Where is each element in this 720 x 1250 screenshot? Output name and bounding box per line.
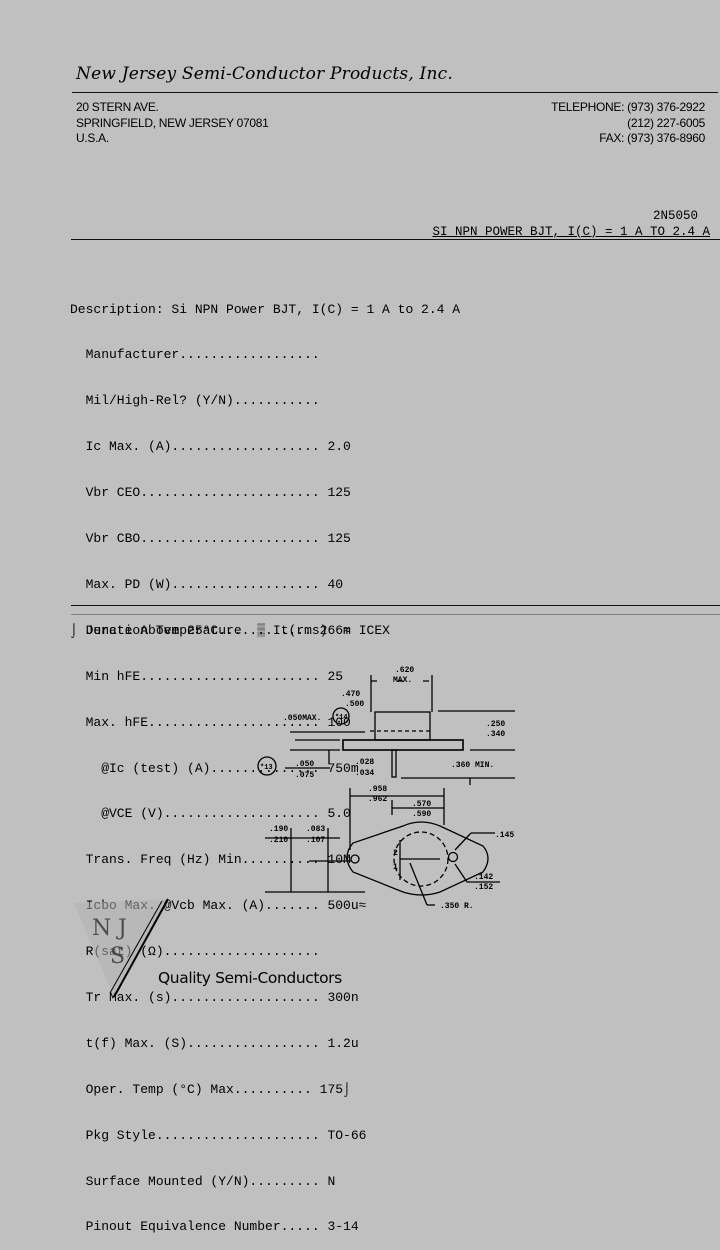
spec-row: Icbo Max. @Vcb Max. (A)....... 500u≈ (70, 898, 367, 914)
dim-label: .190 (269, 825, 288, 834)
tagline: Quality Semi-Conductors (158, 969, 342, 987)
spec-row: Tr Max. (s)................... 300n (70, 989, 359, 1005)
spec-row: Vbr CEO....................... 125 (70, 485, 351, 501)
junction-temp-symbol: ⌡ (70, 623, 78, 638)
spec-row: Min hFE....................... 25 (70, 668, 344, 684)
dim-label: .590 (412, 810, 431, 819)
dim-label: .083 (306, 825, 325, 834)
company-contact: TELEPHONE: (973) 376-2922 (212) 227-6005… (551, 100, 705, 147)
dim-label: .500 (345, 700, 364, 709)
company-name: New Jersey Semi-Conductor Products, Inc. (76, 64, 453, 84)
irms-symbol: ▒ (257, 623, 266, 638)
spec-row: Manufacturer.................. (70, 347, 320, 363)
approx-symbol: ≈ (343, 623, 351, 638)
svg-text:*14: *14 (335, 714, 348, 722)
address-line: U.S.A. (76, 131, 109, 145)
dim-label: .034 (355, 769, 374, 778)
pin-label: 1 (393, 863, 398, 872)
dim-label: .050 (295, 760, 314, 769)
spec-row: Pkg Style..................... TO-66 (70, 1127, 367, 1143)
description-line: Description: Si NPN Power BJT, I(C) = 1 … (70, 301, 461, 317)
dim-label: MAX. (393, 676, 412, 685)
package-outline-diagram: .620 MAX. .470 .500 .050MAX. *14 .250 .3… (257, 666, 515, 911)
dim-label: .340 (486, 730, 505, 739)
spec-row: Oper. Temp (°C) Max.......... 175⌡ (70, 1081, 351, 1097)
dim-label: .107 (306, 836, 325, 845)
svg-text:S: S (110, 944, 125, 969)
dim-label: .145 (495, 831, 514, 840)
svg-text:*13: *13 (260, 764, 273, 772)
fax: FAX: (973) 376-8960 (599, 131, 705, 145)
dim-label: .152 (474, 883, 493, 892)
spec-row: Max. PD (W)................... 40 (70, 576, 344, 592)
njs-logo: N J S (74, 898, 170, 998)
spec-row: @VCE (V).................... 5.0 (70, 806, 351, 822)
svg-text:N: N (92, 916, 111, 941)
footnote-legend: ⌡ Junction Temperature ▒ It(rms) ≈ ICEX (70, 623, 390, 638)
spec-row: @Ic (test) (A).............. 750m (70, 760, 359, 776)
section-rule-faint (71, 614, 720, 615)
spec-row: t(f) Max. (S)................. 1.2u (70, 1035, 359, 1051)
spec-row: Trans. Freq (Hz) Min.......... 10M (70, 852, 351, 868)
part-subtitle: SI NPN POWER BJT, I(C) = 1 A TO 2.4 A (432, 225, 710, 239)
dim-label: .958 (368, 785, 387, 794)
section-rule (71, 605, 720, 606)
dim-label: .360 MIN. (451, 761, 494, 770)
dim-label: .210 (269, 836, 288, 845)
telephone-2: (212) 227-6005 (627, 115, 705, 130)
dim-label: .962 (368, 795, 387, 804)
dim-label: .050MAX. (283, 714, 321, 723)
dim-label: .350 R. (440, 902, 474, 911)
address-line: 20 STERN AVE. (76, 100, 159, 114)
dim-label: .250 (486, 720, 505, 729)
spec-row: Pinout Equivalence Number..... 3-14 (70, 1219, 359, 1235)
spec-row: Derate Above 25°C............ 266m (70, 622, 351, 638)
pin-label: 2 (393, 849, 398, 858)
address-line: SPRINGFIELD, NEW JERSEY 07081 (76, 115, 269, 130)
telephone: TELEPHONE: (973) 376-2922 (551, 100, 705, 114)
dim-label: .570 (412, 800, 431, 809)
spec-row: Surface Mounted (Y/N)......... N (70, 1173, 336, 1189)
spec-row: Ic Max. (A)................... 2.0 (70, 439, 351, 455)
dim-label: .075 (295, 771, 314, 780)
spec-row: Max. hFE...................... 100 (70, 714, 351, 730)
spec-row: Vbr CBO....................... 125 (70, 531, 351, 547)
section-rule (71, 239, 720, 240)
company-address: 20 STERN AVE. SPRINGFIELD, NEW JERSEY 07… (76, 100, 269, 147)
dim-label: .028 (355, 758, 374, 767)
svg-text:J: J (116, 916, 127, 941)
dim-label: .142 (474, 873, 493, 882)
dim-label: .470 (341, 690, 360, 699)
dim-label: .620 (395, 666, 414, 675)
part-number: 2N5050 (652, 209, 698, 223)
spec-row: Mil/High-Rel? (Y/N)........... (70, 393, 320, 409)
header-rule (72, 92, 718, 93)
